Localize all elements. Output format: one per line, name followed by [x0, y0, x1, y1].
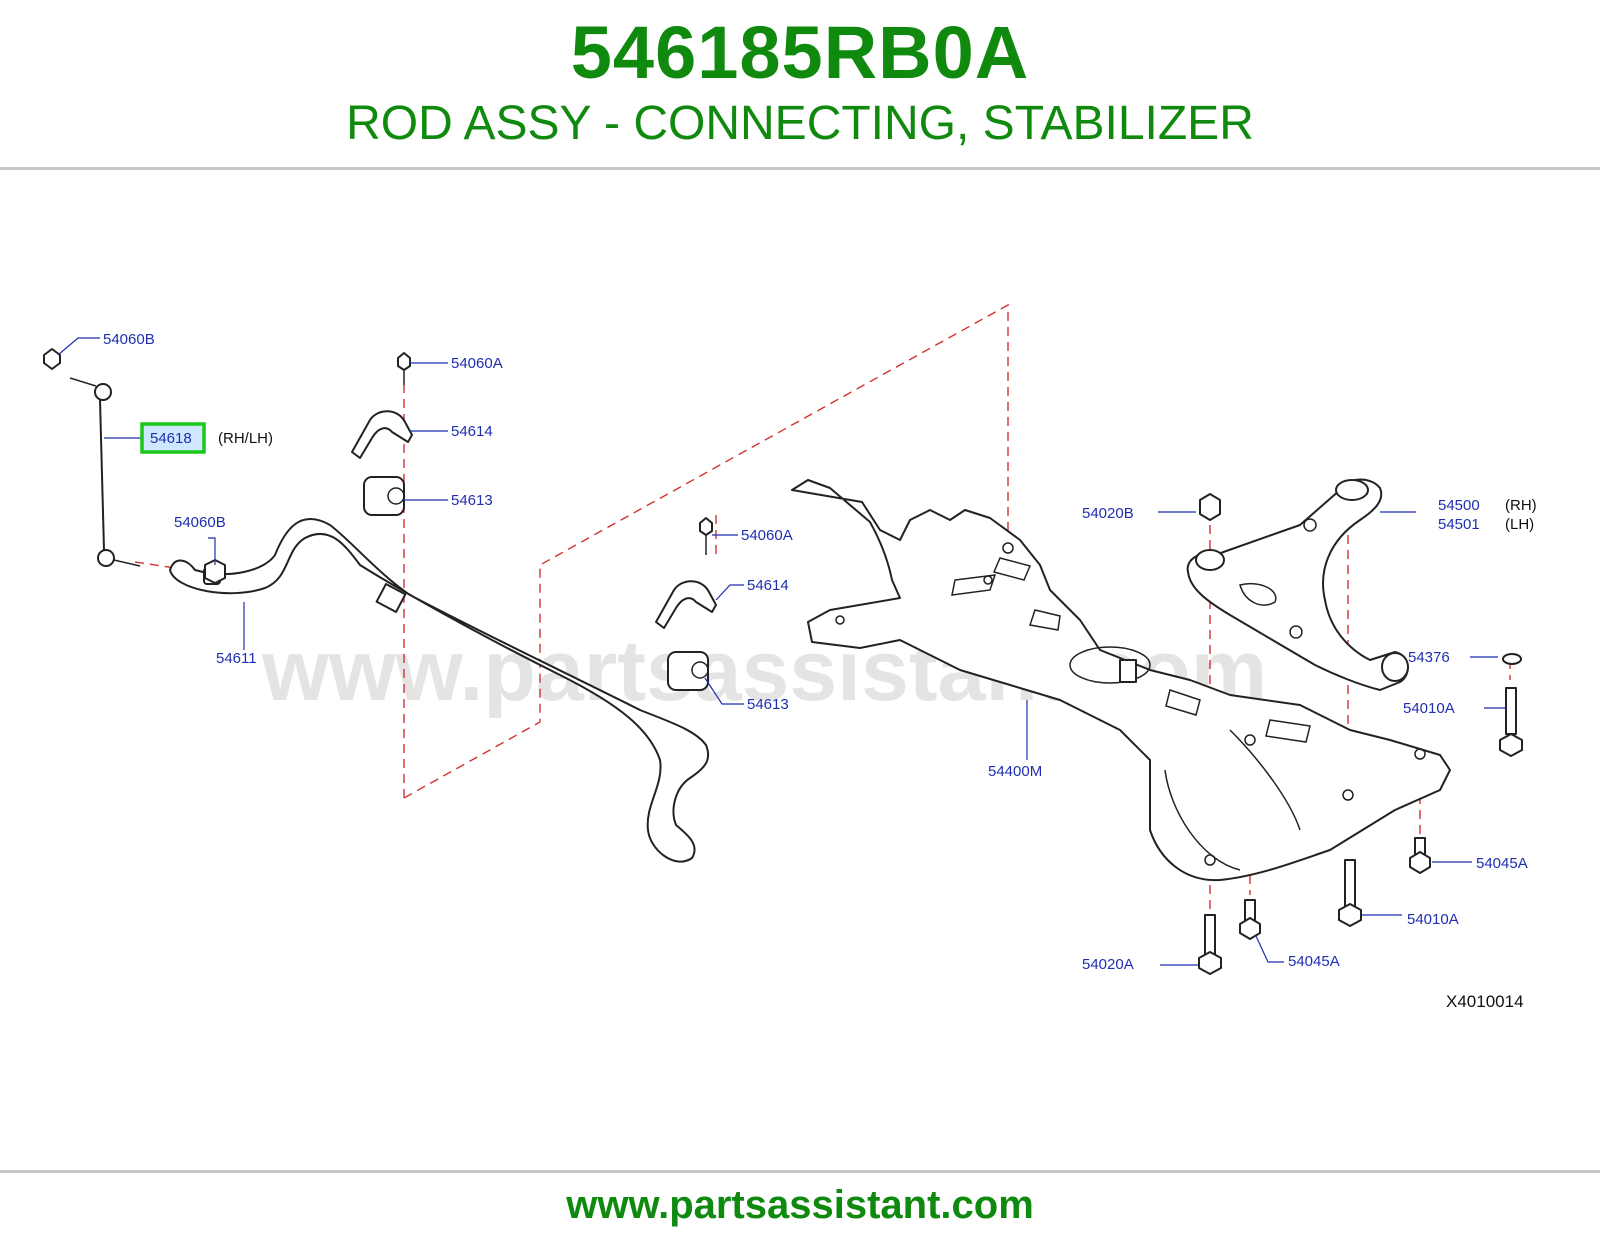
callout-54501-note: (LH)	[1505, 516, 1534, 533]
bracket-and-bushing-upper	[351, 352, 413, 516]
bracket-and-bushing-middle	[655, 517, 717, 691]
footer-divider	[0, 1170, 1600, 1173]
header-divider	[0, 167, 1600, 170]
callout-54613-top[interactable]: 54613	[451, 492, 493, 509]
fastener-bolts	[204, 493, 1523, 975]
callout-54020A[interactable]: 54020A	[1082, 956, 1134, 973]
callout-54500[interactable]: 54500	[1438, 497, 1480, 514]
footer-website-link[interactable]: www.partsassistant.com	[566, 1183, 1034, 1227]
callout-54618-note: (RH/LH)	[218, 430, 273, 447]
callout-54060A-mid[interactable]: 54060A	[741, 527, 793, 544]
suspension-crossmember	[791, 479, 1451, 882]
callout-54376[interactable]: 54376	[1408, 649, 1450, 666]
callout-54400M[interactable]: 54400M	[988, 763, 1042, 780]
callout-54611[interactable]: 54611	[216, 650, 257, 667]
callout-54060B-mid[interactable]: 54060B	[174, 514, 226, 531]
callout-54614-top[interactable]: 54614	[451, 423, 493, 440]
stabilizer-link-rod	[43, 348, 141, 567]
callout-54614-mid[interactable]: 54614	[747, 577, 789, 594]
callout-54060B-top[interactable]: 54060B	[103, 331, 155, 348]
parts-diagram: www.partsassistant.com	[43, 303, 1537, 1011]
callout-54045A-right[interactable]: 54045A	[1476, 855, 1528, 872]
part-number-title: 546185RB0A	[570, 11, 1030, 94]
callout-54010A-bottom[interactable]: 54010A	[1407, 911, 1459, 928]
callout-54010A-top[interactable]: 54010A	[1403, 700, 1455, 717]
part-description: ROD ASSY - CONNECTING, STABILIZER	[346, 97, 1254, 150]
callout-54060A-top[interactable]: 54060A	[451, 355, 503, 372]
callout-leaders	[57, 337, 1505, 966]
callout-54020B[interactable]: 54020B	[1082, 505, 1134, 522]
highlight-box-54618	[140, 422, 206, 454]
lower-control-arm	[1186, 478, 1409, 691]
callout-54613-mid[interactable]: 54613	[747, 696, 789, 713]
page-header: 546185RB0A ROD ASSY - CONNECTING, STABIL…	[0, 0, 1600, 168]
callout-54618[interactable]: 54618	[150, 430, 192, 447]
callout-54500-note: (RH)	[1505, 497, 1537, 514]
diagram-reference-code: X4010014	[1446, 992, 1524, 1011]
callout-54501[interactable]: 54501	[1438, 516, 1480, 533]
callout-54045A-bottom[interactable]: 54045A	[1288, 953, 1340, 970]
